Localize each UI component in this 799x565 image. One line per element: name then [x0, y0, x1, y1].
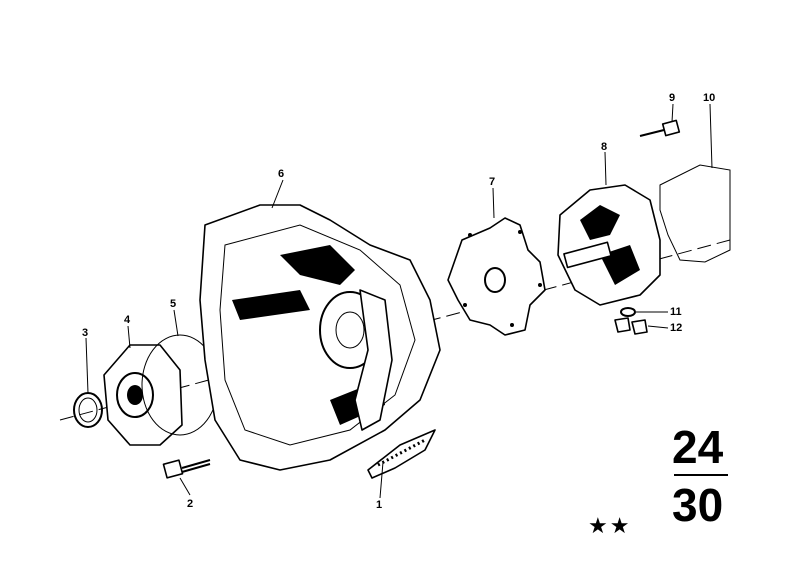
callout-1: 1 — [376, 499, 382, 511]
part-6-converter-housing — [199, 204, 441, 471]
part-2-bolt — [162, 459, 211, 479]
part-3-seal-ring — [73, 392, 103, 428]
callout-12: 12 — [670, 322, 682, 334]
callout-3: 3 — [82, 327, 88, 339]
group-code-top: 24 — [672, 421, 724, 473]
part-7-gasket — [447, 217, 546, 336]
callout-6: 6 — [278, 168, 284, 180]
group-code-divider — [674, 474, 728, 476]
callout-2: 2 — [187, 498, 193, 510]
callout-8: 8 — [601, 141, 607, 153]
group-code-bottom: 30 — [672, 479, 724, 531]
part-8-pump-body — [557, 184, 661, 306]
part-12-plug — [614, 317, 648, 335]
callout-7: 7 — [489, 176, 495, 188]
part-1-shield-plate — [367, 429, 436, 479]
star-rating-icon: ★★ — [588, 514, 632, 539]
callout-9: 9 — [669, 92, 675, 104]
part-9-bolt — [639, 119, 681, 137]
part-11-washer — [620, 307, 636, 317]
callout-11: 11 — [670, 306, 682, 318]
part-10-gasket — [659, 164, 731, 263]
callout-4: 4 — [124, 314, 131, 326]
leader-lines — [85, 103, 713, 499]
callout-5: 5 — [170, 298, 176, 310]
callout-10: 10 — [703, 92, 715, 104]
